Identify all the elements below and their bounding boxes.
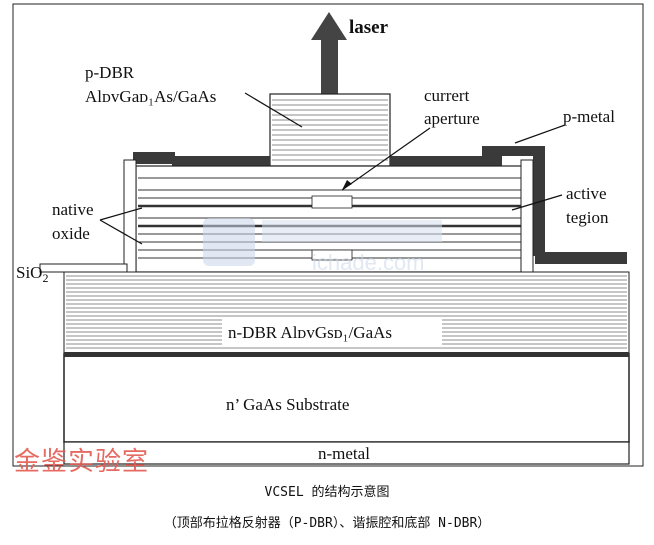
active-region-label-2: tegion <box>566 208 609 227</box>
svg-text:ichade.com: ichade.com <box>312 250 425 275</box>
n-dbr-label: n-DBR AlᴅᴠGsᴅ₁/GaAs <box>228 323 392 342</box>
figure-caption-subtitle: （顶部布拉格反射器（P-DBR）、谐振腔和底部 N-DBR） <box>163 516 491 531</box>
figure-caption-title: VCSEL 的结构示意图 <box>264 485 390 500</box>
sio2-left <box>123 159 137 273</box>
p-metal-label: p-metal <box>563 107 615 126</box>
n-dbr-label-box <box>222 319 442 345</box>
current-aperture-label-2: aperture <box>424 109 480 128</box>
substrate <box>63 353 630 443</box>
pdbr-label-1: p-DBR <box>85 63 135 82</box>
substrate-top-band <box>64 352 629 357</box>
watermark: ichade.com <box>203 218 442 275</box>
p-dbr-mesa <box>269 93 391 167</box>
n-metal-label: n-metal <box>318 444 370 463</box>
p-metal <box>133 146 627 264</box>
sio2-right <box>520 159 534 273</box>
native-oxide-label-1: native <box>52 200 94 219</box>
active-region-label-1: active <box>566 184 607 203</box>
native-oxide-label-2: oxide <box>52 224 90 243</box>
laser-arrow <box>311 12 347 96</box>
vcsel-diagram: laser ichade.com <box>12 3 644 467</box>
laser-label: laser <box>349 17 389 38</box>
lab-stamp-watermark: 金鉴实验室 <box>14 447 150 477</box>
sio2-label: SiO2 <box>16 263 48 285</box>
sio2-base <box>39 263 128 273</box>
substrate-label: n’ GaAs Substrate <box>226 395 349 414</box>
n-metal-layer <box>63 441 630 465</box>
callout-lines <box>99 92 566 245</box>
pdbr-label-2: AlᴅᴠGaᴅ₁As/GaAs <box>85 87 216 106</box>
current-aperture-label-1: currert <box>424 86 470 105</box>
aperture-arrowhead <box>342 180 352 190</box>
